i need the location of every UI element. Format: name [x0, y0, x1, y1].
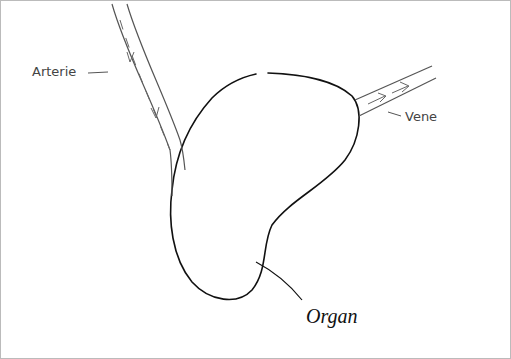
vessel-label: Vene [405, 110, 437, 124]
flow-arrowhead [127, 52, 134, 62]
artery-wall [127, 4, 185, 170]
flow-arrowhead [151, 107, 159, 118]
leader-line [388, 112, 401, 116]
vessel-label: Arterie [32, 65, 76, 79]
flow-dashes [120, 20, 170, 150]
artery-wall [112, 4, 172, 196]
organ-label: Organ [306, 305, 357, 327]
leader-line [256, 262, 302, 300]
leader-line [88, 72, 108, 73]
organ-outline [171, 73, 359, 299]
vein-wall [355, 66, 432, 100]
flow-arrowhead [378, 93, 386, 102]
flow-arrowhead [400, 82, 409, 92]
